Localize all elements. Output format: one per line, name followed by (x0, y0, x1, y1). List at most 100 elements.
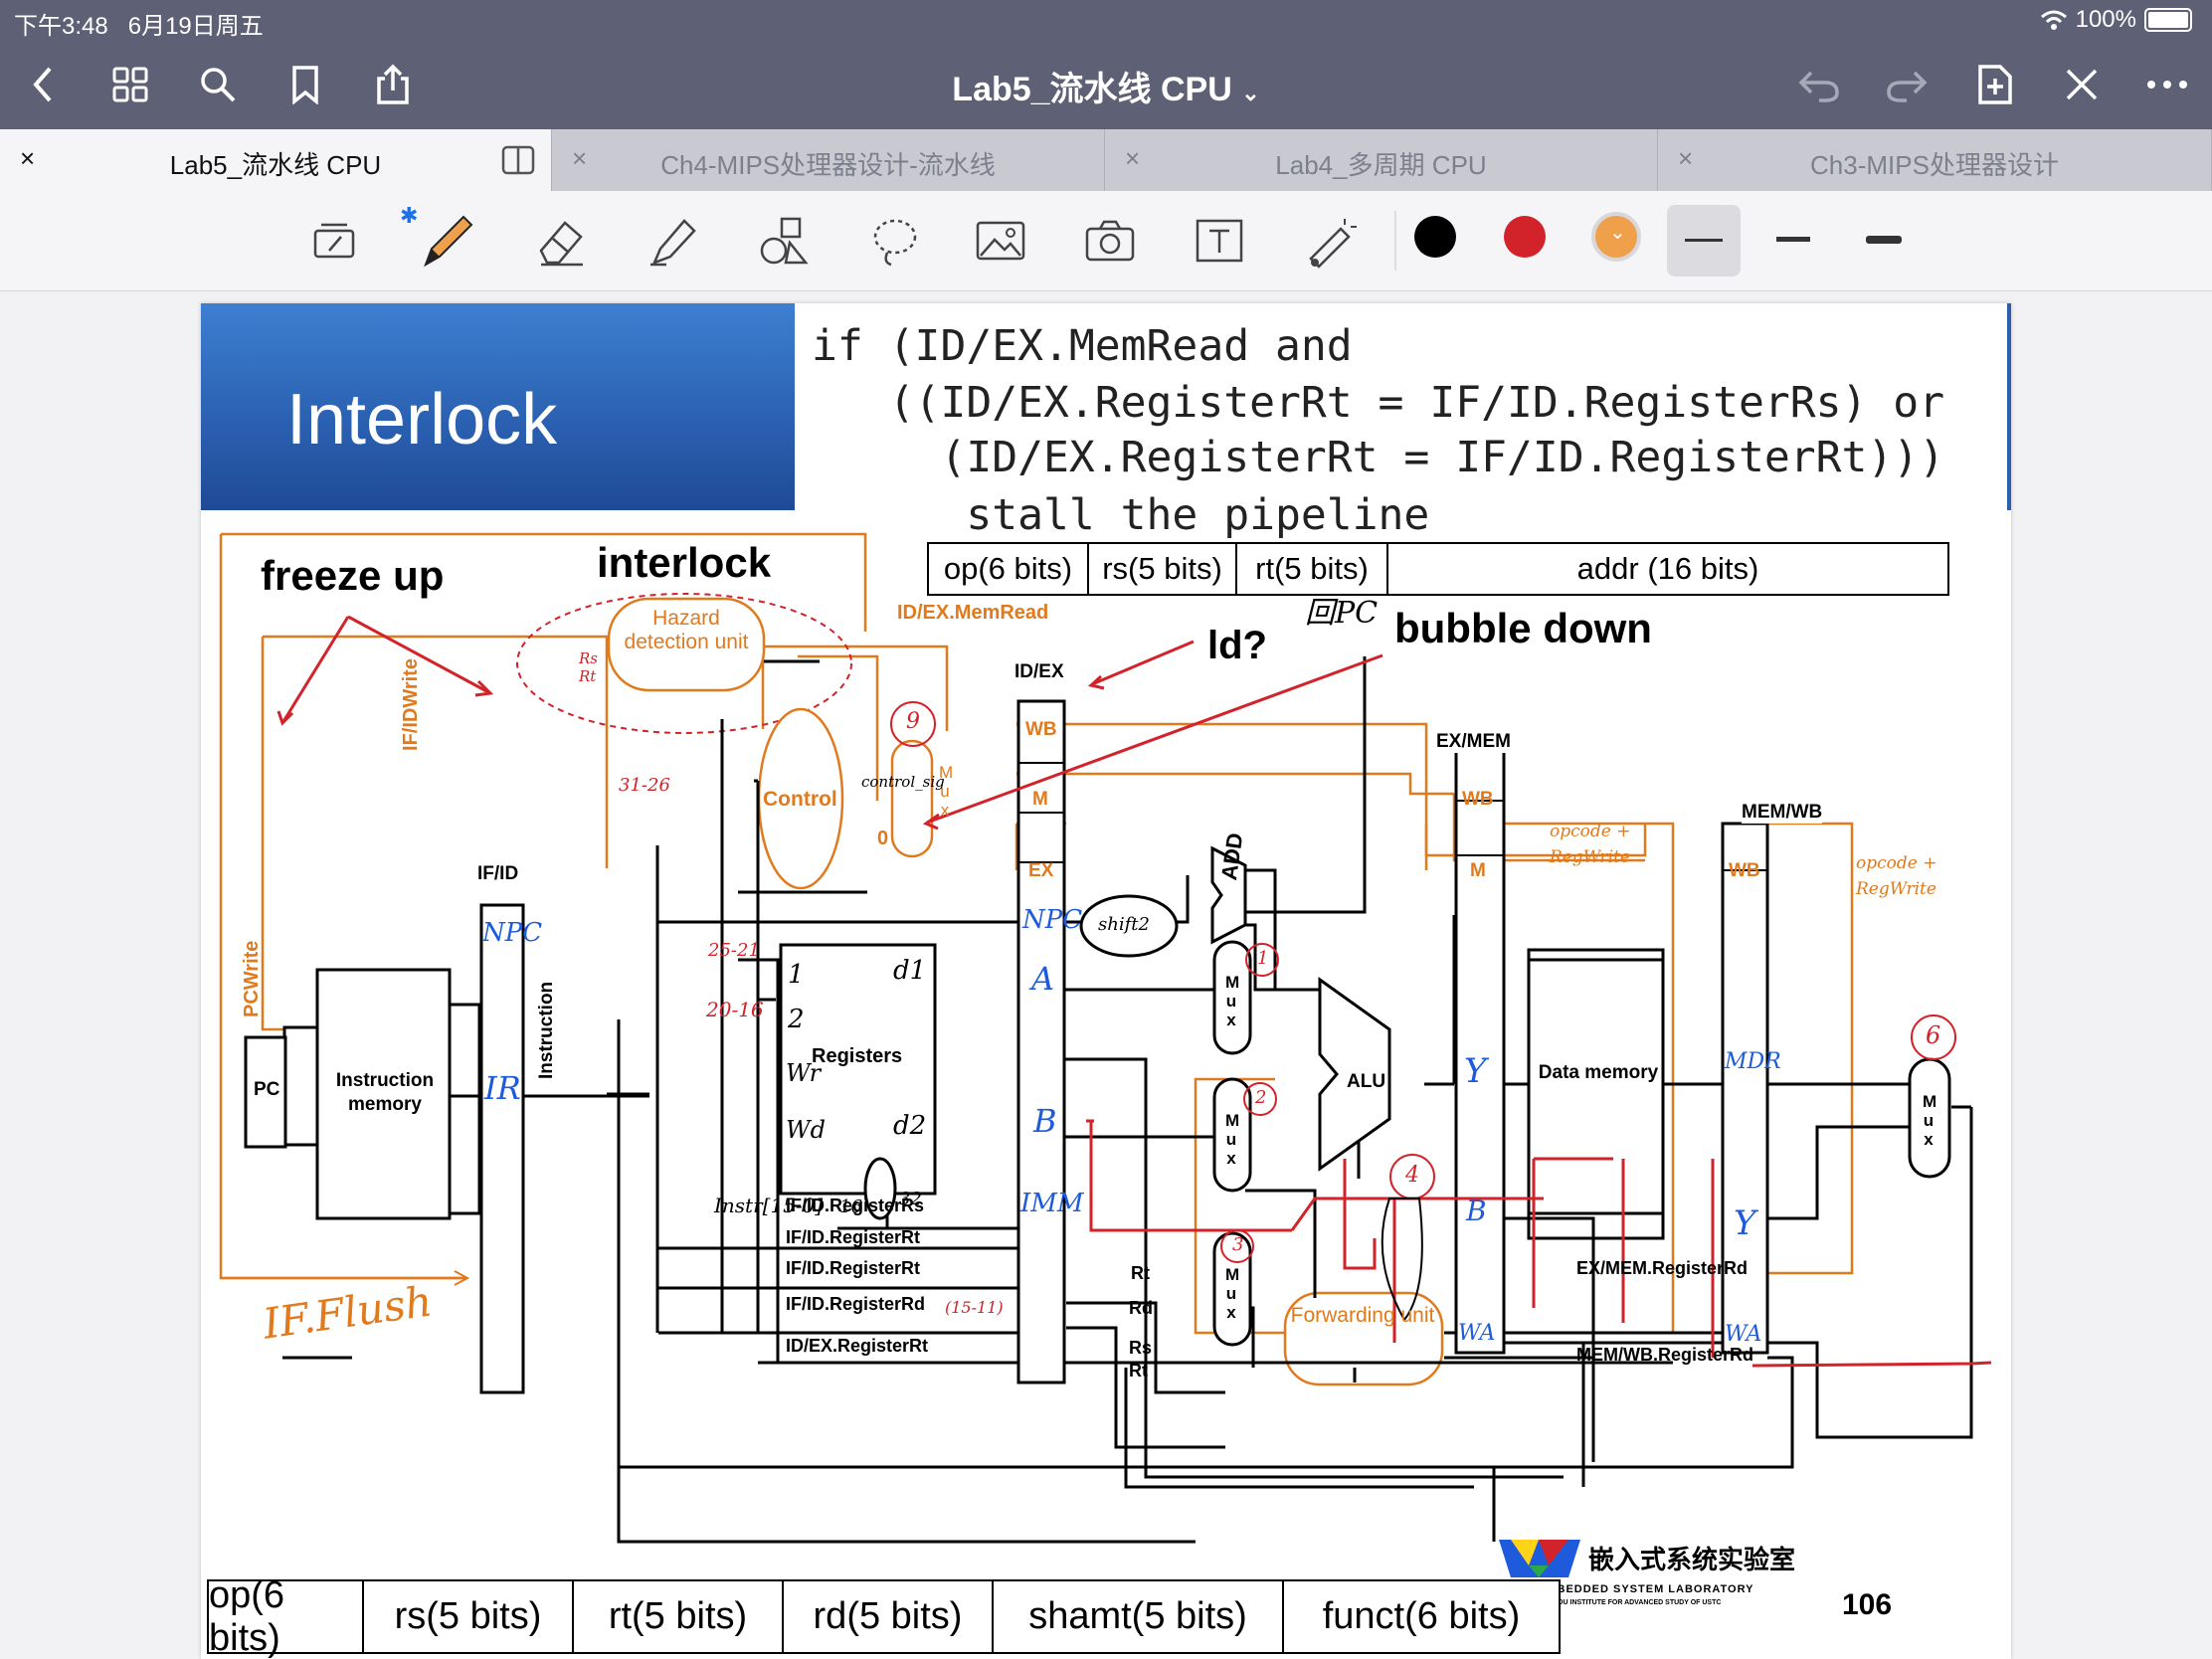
if-id-write-label: IF/IDWrite (400, 658, 422, 751)
grid-icon (112, 67, 148, 102)
shift-note: shift2 (1098, 914, 1150, 935)
split-view-icon[interactable] (501, 145, 535, 175)
laser-tool-button[interactable] (1297, 209, 1361, 273)
freeze-up-label: freeze up (261, 552, 445, 599)
pc-write-label: PCWrite (241, 940, 263, 1017)
nav-bar: Lab5_流水线 CPU ⌄ (0, 40, 2212, 129)
undo-button[interactable] (1792, 58, 1846, 111)
camera-tool-button[interactable] (1078, 209, 1142, 273)
slide-title: Interlock (286, 380, 558, 460)
tab-close-icon[interactable]: × (1678, 143, 1694, 173)
alu-label: ALU (1347, 1071, 1386, 1092)
b-note: B (1033, 1102, 1057, 1140)
hazard-unit-label: Hazard detection unit (624, 607, 749, 653)
tab-close-icon[interactable]: × (20, 143, 36, 173)
rd-15-11-note: (15-11) (945, 1298, 1004, 1317)
control-label: Control (763, 788, 837, 811)
banner-edge (2007, 303, 2011, 510)
shapes-tool-button[interactable] (752, 209, 816, 273)
field-rt: rt(5 bits) (1235, 542, 1388, 596)
thumbnails-button[interactable] (103, 58, 157, 111)
zero-input-label: 0 (877, 828, 889, 849)
color-swatch-red[interactable] (1504, 216, 1546, 258)
lab-logo: 嵌入式系统实验室 EMBEDDED SYSTEM LABORATORY SUZH… (1499, 1540, 1795, 1606)
red-annotations (276, 615, 1992, 1368)
stroke-thin-button[interactable] (1667, 205, 1741, 276)
npc-note: NPC (482, 918, 543, 948)
text-tool-button[interactable] (1188, 209, 1251, 273)
dmem-label: Data memory (1538, 1062, 1659, 1083)
field-rt: rt(5 bits) (572, 1579, 784, 1654)
undo-icon (1798, 71, 1839, 102)
bluetooth-icon: ✱ (400, 203, 419, 228)
color-swatch-black[interactable] (1414, 216, 1456, 258)
stroke-medium-button[interactable] (1776, 237, 1810, 242)
sign-extend-shape (863, 1157, 897, 1220)
registers-label: Registers (812, 1045, 903, 1067)
field-rd: rd(5 bits) (782, 1579, 994, 1654)
eraser-icon (539, 221, 583, 267)
memwb-rd-label: MEM/WB.RegisterRd (1576, 1345, 1754, 1365)
code-line: if (ID/EX.MemRead and (812, 321, 1353, 371)
field-addr: addr (16 bits) (1386, 542, 1949, 596)
ex-mem-wa-note: WA (1458, 1321, 1496, 1346)
stroke-thin-icon (1685, 239, 1723, 242)
id-ex-npc-note: NPC (1022, 905, 1083, 935)
read-data2-note: d2 (893, 1111, 927, 1141)
mem-wb-wa-note: WA (1725, 1322, 1762, 1347)
ex-mem-m-label: M (1470, 860, 1486, 881)
camera-icon (1085, 220, 1135, 262)
lasso-tool-button[interactable] (863, 209, 927, 273)
forwarding-unit-label: Forwarding unit (1290, 1304, 1435, 1327)
pc-shape (244, 1035, 287, 1149)
add-shape (1210, 845, 1247, 945)
ex-mem-dividers (1456, 800, 1504, 856)
shapes-icon (760, 217, 809, 265)
idex-rt-label: ID/EX.RegisterRt (786, 1336, 929, 1356)
id-ex-label: ID/EX (1014, 661, 1064, 682)
tab-ch4[interactable]: ×Ch4-MIPS处理器设计-流水线 (552, 129, 1105, 191)
search-button[interactable] (191, 58, 245, 111)
slide-page[interactable]: Interlock if (ID/EX.MemRead and ((ID/EX.… (201, 303, 2011, 1659)
interlock-label: interlock (597, 539, 772, 586)
tab-ch3[interactable]: ×Ch3-MIPS处理器设计 (1658, 129, 2212, 191)
lab-name-en: EMBEDDED SYSTEM LABORATORY (1539, 1583, 1754, 1595)
rs-rt-note: Rs Rt (579, 649, 598, 685)
tab-close-icon[interactable]: × (572, 143, 588, 173)
highlighter-tool-button[interactable] (641, 209, 704, 273)
image-tool-button[interactable] (969, 209, 1032, 273)
control-sig-note: control_sig (861, 773, 945, 791)
black-wires (282, 656, 1973, 1544)
page-number: 106 (1842, 1588, 1893, 1621)
color-swatch-orange[interactable]: ⌄ (1591, 212, 1641, 262)
read-mode-button[interactable] (302, 209, 366, 273)
search-icon (201, 68, 236, 102)
eraser-tool-button[interactable] (529, 209, 593, 273)
toolbar-divider (1394, 211, 1396, 271)
tab-lab4[interactable]: ×Lab4_多周期 CPU (1105, 129, 1658, 191)
share-button[interactable] (366, 58, 420, 111)
imem-shape (315, 968, 452, 1220)
id-ex-ex-label: EX (1028, 860, 1054, 881)
chevron-down-icon: ⌄ (1241, 81, 1260, 105)
add-page-button[interactable] (1967, 58, 2021, 111)
forwarding-sketch (1381, 1198, 1423, 1322)
close-document-button[interactable] (2055, 58, 2109, 111)
bookmark-button[interactable] (278, 58, 332, 111)
tab-close-icon[interactable]: × (1125, 143, 1141, 173)
pen-icon (424, 215, 473, 268)
pen-tool-button[interactable]: ✱ (400, 203, 479, 273)
add-page-icon (1978, 65, 2012, 104)
stroke-thick-button[interactable] (1866, 236, 1902, 244)
status-date: 6月19日周五 (127, 13, 264, 40)
write-reg-note: Wr (786, 1059, 822, 1087)
more-button[interactable] (2140, 58, 2194, 111)
field-op: op(6 bits) (207, 1574, 364, 1659)
write-data-note: Wd (786, 1116, 827, 1144)
redo-button[interactable] (1880, 58, 1934, 111)
back-button[interactable] (16, 58, 70, 111)
control-mux-label: M u x (939, 763, 954, 820)
document-title[interactable]: Lab5_流水线 CPU ⌄ (0, 62, 2212, 110)
tab-lab5[interactable]: × Lab5_流水线 CPU (0, 129, 552, 191)
mux-rd-label: M u x (1225, 1265, 1240, 1322)
